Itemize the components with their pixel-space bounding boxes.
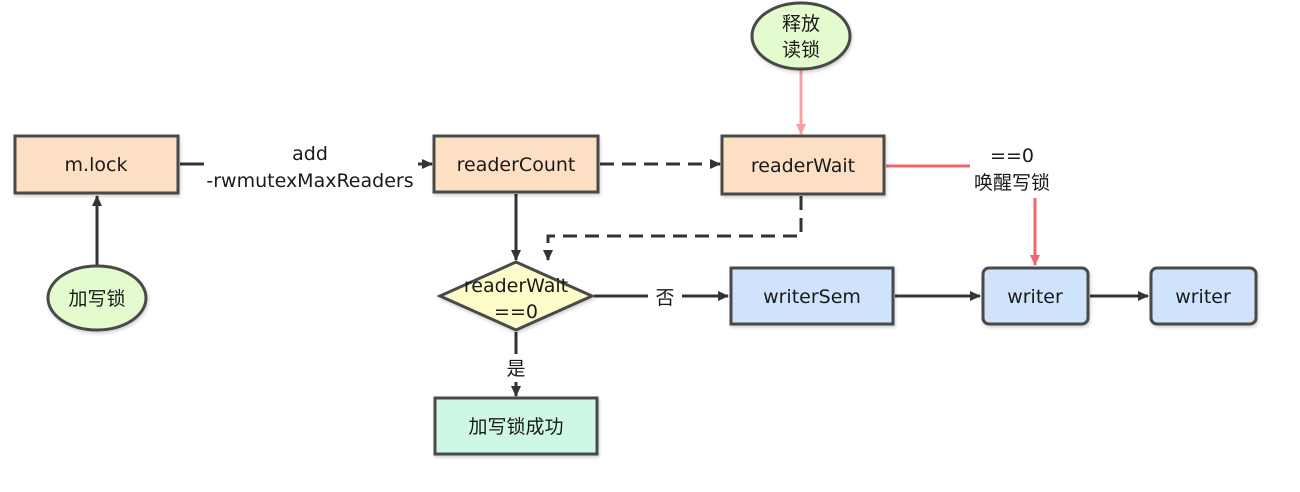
node-writer-1: writer (981, 266, 1090, 326)
node-writer-2: writer (1149, 266, 1258, 326)
node-readercount-label: readerCount (457, 154, 576, 176)
node-decision: readerWait ==0 (436, 260, 596, 332)
edge-label-yes: 是 (506, 358, 525, 380)
node-success-label: 加写锁成功 (468, 416, 563, 438)
node-readerwait-label: readerWait (751, 155, 855, 177)
node-writer-2-label: writer (1175, 286, 1231, 308)
edge-label-no: 否 (655, 287, 674, 309)
node-mlock-label: m.lock (65, 154, 128, 176)
node-release-line1: 释放 (782, 13, 820, 35)
node-acquire-writelock: 加写锁 (46, 264, 148, 332)
edge-label-wake-writer: 唤醒写锁 (974, 172, 1050, 194)
node-release-readlock: 释放 读锁 (750, 1, 852, 71)
edge-label-rwmutexmaxreaders: -rwmutexMaxReaders (206, 170, 413, 192)
node-success: 加写锁成功 (433, 396, 599, 456)
node-readerwait: readerWait (720, 134, 886, 196)
edge-label-add: add (292, 143, 328, 165)
node-mlock: m.lock (13, 134, 180, 195)
node-writer-1-label: writer (1007, 286, 1063, 308)
node-decision-line1: readerWait (464, 275, 568, 297)
node-writersem: writerSem (729, 266, 895, 326)
edge-label-wake-cond: ==0 (990, 145, 1034, 167)
node-acquire-label: 加写锁 (68, 288, 125, 310)
edge-readerwait-to-decision (543, 196, 803, 261)
node-readercount: readerCount (432, 134, 600, 194)
node-writersem-label: writerSem (763, 286, 861, 308)
node-decision-line2: ==0 (494, 301, 538, 323)
node-release-line2: 读锁 (782, 39, 820, 61)
